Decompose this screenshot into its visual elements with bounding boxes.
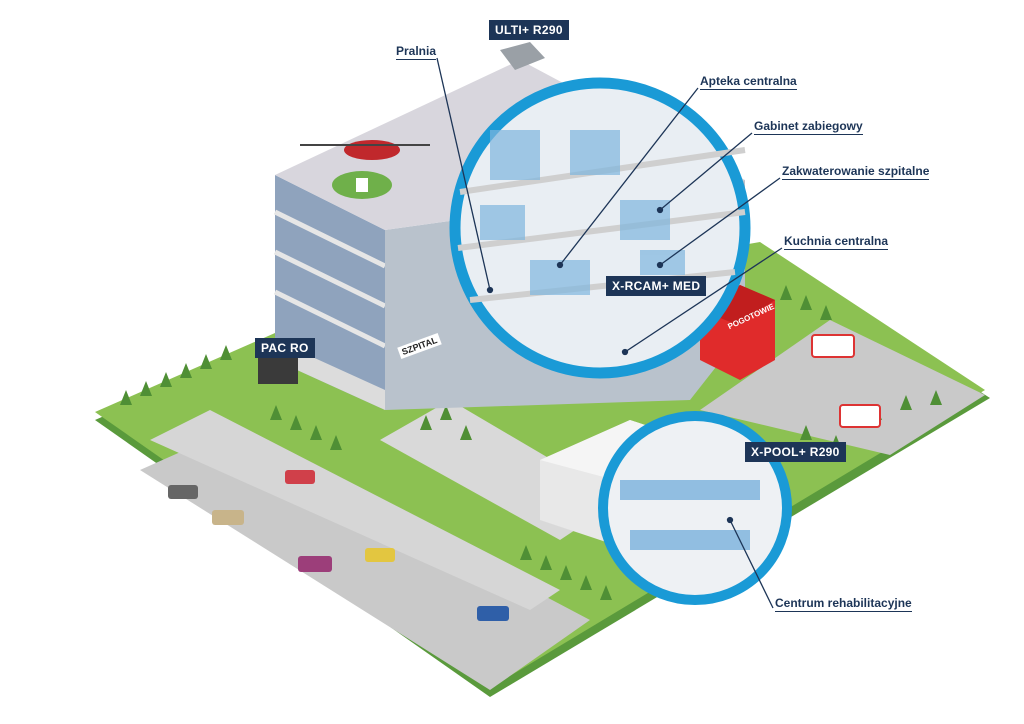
rehab-interior-rooms — [620, 480, 760, 550]
label-kuchnia: Kuchnia centralna — [784, 234, 889, 250]
rehab-interior-magnifier — [598, 411, 792, 605]
building-floors — [273, 209, 387, 349]
helicopter — [344, 140, 400, 160]
cars — [168, 334, 881, 621]
label-gabinet: Gabinet zabiegowy — [754, 119, 863, 135]
label-rehab: Centrum rehabilitacyjne — [775, 596, 912, 612]
ulti-unit — [500, 42, 545, 70]
xrcam-badge: X-RCAM+ MED — [606, 276, 707, 296]
pac-badge: PAC RO — [255, 338, 315, 358]
label-zakwaterowanie: Zakwaterowanie szpitalne — [782, 164, 930, 180]
label-apteka: Apteka centralna — [700, 74, 797, 90]
leader-lines — [436, 57, 783, 609]
road — [150, 410, 560, 610]
ulti-badge: ULTI+ R290 — [489, 20, 569, 40]
label-pralnia: Pralnia — [396, 44, 437, 60]
pac-unit — [258, 358, 298, 384]
parking-lot — [140, 430, 590, 690]
xpool-badge: X-POOL+ R290 — [745, 442, 846, 462]
ambulance-area — [700, 320, 985, 455]
